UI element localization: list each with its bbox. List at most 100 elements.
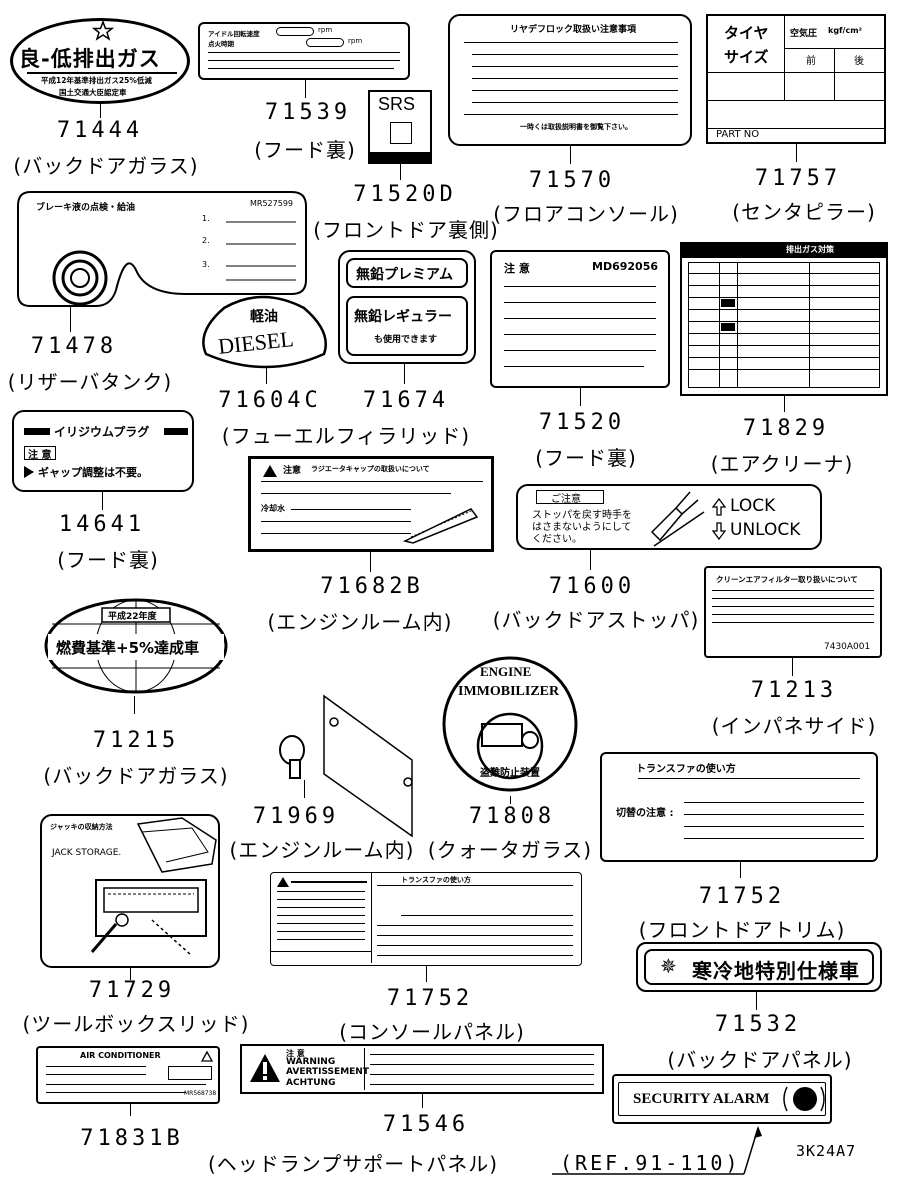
label-14641-iridium-plug[interactable]: イリジウムプラグ 注 意 ギャップ調整は不要。 xyxy=(12,410,194,492)
label-71757-size: サイズ xyxy=(724,48,769,66)
label-71752-title: トランスファの使い方 xyxy=(636,764,736,775)
label-71600-text1: ストッパを戻す時手を xyxy=(532,510,632,521)
triangle-right-icon xyxy=(24,466,34,478)
label-71520-code: MD692056 xyxy=(592,260,658,273)
part-number: 71539 xyxy=(264,100,352,125)
label-71478-brake-fluid[interactable] xyxy=(16,190,316,320)
label-71520-hood-caution[interactable]: 注 意 MD692056 xyxy=(490,250,670,388)
label-71829-emission-control[interactable]: 排出ガス対策 xyxy=(680,242,888,396)
label-71213-clean-air-filter[interactable]: クリーンエアフィルター取り扱いについて 7430A001 xyxy=(704,566,882,658)
label-14641-title: イリジウムプラグ xyxy=(54,425,150,439)
label-71604C-kanji: 軽油 xyxy=(250,309,278,325)
part-location: (リザーバタンク) xyxy=(7,370,173,394)
jack-storage-illustration-icon xyxy=(90,817,217,957)
part-number: 71215 xyxy=(92,728,180,753)
label-71808-engine-immobilizer[interactable] xyxy=(442,656,582,796)
label-71570-rear-diff-lock[interactable]: リヤデフロック取扱い注意事項 一時くは取扱説明書を御覧下さい。 xyxy=(448,14,692,146)
alarm-waves-icon xyxy=(783,1086,825,1112)
label-71546-headlamp-warning[interactable]: 注 意 WARNING AVERTISSEMENT ACHTUNG xyxy=(240,1044,604,1094)
label-71600-title: ご注意 xyxy=(551,494,581,505)
label-71478-n2: 2. xyxy=(202,236,210,245)
label-71478-n1: 1. xyxy=(202,214,210,223)
label-14641-caution: 注 意 xyxy=(28,450,52,461)
part-number: 71213 xyxy=(750,678,838,703)
label-71682B-heading: ラジエータキャップの取扱いについて xyxy=(311,465,430,473)
part-number: 71757 xyxy=(754,166,842,191)
diagram-code: 3K24A7 xyxy=(796,1142,857,1160)
arrow-up-icon xyxy=(711,497,727,516)
label-71808-jp: 盗難防止装置 xyxy=(480,768,540,779)
label-71546-warning: WARNING xyxy=(286,1057,336,1067)
part-location: (ヘッドランプサポートパネル) xyxy=(208,1152,499,1176)
label-71520-title: 注 意 xyxy=(504,262,530,275)
label-71752b-title: トランスファの使い方 xyxy=(401,876,471,884)
part-number: 71570 xyxy=(528,168,616,193)
label-71674-fuel-type[interactable]: 無鉛プレミアム 無鉛レギュラー も使用できます xyxy=(338,250,476,364)
label-71831B-air-conditioner[interactable]: AIR CONDITIONER MR568738 xyxy=(36,1046,220,1104)
part-number: 71520D xyxy=(353,182,457,207)
label-71752-transfer-usage-console[interactable]: トランスファの使い方 xyxy=(270,872,582,966)
label-71600-text3: ください。 xyxy=(532,534,582,545)
part-number: 71682B xyxy=(320,574,424,599)
part-number: 71604C xyxy=(218,388,322,413)
label-security-alarm[interactable]: SECURITY ALARM xyxy=(612,1074,832,1124)
label-71215-year: 平成22年度 xyxy=(108,612,157,622)
label-71539-rpm1: rpm xyxy=(318,26,333,34)
label-71808-engine: ENGINE xyxy=(480,664,532,679)
label-71682B-radiator-cap[interactable]: 注意 ラジエータキャップの取扱いについて 冷却水 xyxy=(248,456,494,552)
label-71729-jack-storage[interactable]: ジャッキの収納方法 JACK STORAGE. xyxy=(40,814,220,968)
part-number: 71674 xyxy=(362,388,450,413)
part-location: (フューエルフィラリッド) xyxy=(221,424,471,448)
label-71757-tire: タイヤ xyxy=(724,24,769,42)
reference-text: (REF.91-110) xyxy=(560,1151,741,1175)
label-71757-rear: 後 xyxy=(854,56,864,67)
part-location: (バックドアガラス) xyxy=(13,154,199,178)
label-71478-title: ブレーキ液の点検・給油 xyxy=(36,203,136,213)
part-location: (バックドアストッパ) xyxy=(492,608,700,632)
label-71539-idle-speed[interactable]: アイドル回転速度 点火時期 rpm rpm xyxy=(198,22,410,80)
part-number: 71532 xyxy=(714,1012,802,1037)
part-71969-plate-and-clip[interactable] xyxy=(276,690,426,840)
label-71757-partno: PART NO xyxy=(716,129,760,140)
part-location: (フード裏) xyxy=(254,138,356,162)
reference-leader xyxy=(552,1126,762,1175)
label-71831B-title: AIR CONDITIONER xyxy=(80,1051,161,1060)
part-number: 71546 xyxy=(382,1112,470,1137)
part-location: (バックドアガラス) xyxy=(43,764,229,788)
part-number: 71478 xyxy=(30,334,118,359)
label-71674-regular: 無鉛レギュラー xyxy=(354,309,452,325)
part-location: (インパネサイド) xyxy=(711,714,877,738)
warning-triangle-icon xyxy=(277,877,289,887)
part-location: (エンジンルーム内) xyxy=(229,838,415,862)
label-71604C-diesel[interactable] xyxy=(200,292,330,372)
label-71600-text2: はさまないようにして xyxy=(532,522,632,533)
label-71808-immobilizer: IMMOBILIZER xyxy=(458,684,560,699)
label-71213-code: 7430A001 xyxy=(824,642,871,652)
part-number: 71831B xyxy=(80,1126,184,1151)
label-71539-line1: アイドル回転速度 xyxy=(208,30,260,38)
label-71546-caution: 注 意 xyxy=(286,1049,305,1058)
label-71752-sub: 切替の注意 : xyxy=(616,808,674,819)
label-71752-transfer-usage-door[interactable]: トランスファの使い方 切替の注意 : xyxy=(600,752,878,862)
label-71215-fuel-economy[interactable] xyxy=(42,596,232,696)
part-number: 71829 xyxy=(742,416,830,441)
part-location: (ツールボックスリッド) xyxy=(22,1012,250,1036)
label-71520D-srs[interactable]: SRS xyxy=(368,90,432,164)
label-71546-avertissement: AVERTISSEMENT xyxy=(286,1067,369,1077)
part-location: (フード裏) xyxy=(57,548,159,572)
label-71600-lock: LOCK xyxy=(730,496,776,516)
label-71532-cold-climate-spec[interactable]: ✵ 寒冷地特別仕様車 xyxy=(636,942,882,992)
part-number: 71729 xyxy=(88,978,176,1003)
part-location: (フロントドアトリム) xyxy=(638,918,846,942)
label-71539-line2: 点火時期 xyxy=(208,40,234,48)
label-71757-tire-pressure[interactable]: タイヤ サイズ 空気圧 kgf/cm² 前 後 PART NO xyxy=(706,14,886,144)
label-71600-door-stopper[interactable]: ご注意 ストッパを戻す時手を はさまないようにして ください。 LOCK UNL… xyxy=(516,484,822,550)
star-icon xyxy=(91,19,115,41)
part-location: (クォータガラス) xyxy=(427,838,593,862)
part-number: 71752 xyxy=(386,986,474,1011)
label-71213-title: クリーンエアフィルター取り扱いについて xyxy=(716,575,858,584)
part-location: (エンジンルーム内) xyxy=(267,610,453,634)
label-71444-main-text: 良-低排出ガス xyxy=(19,47,161,71)
label-71444-low-emission[interactable]: 良-低排出ガス 平成12年基準排出ガス25%低減 国土交通大臣認定車 xyxy=(10,18,190,104)
part-location: (バックドアパネル) xyxy=(667,1048,853,1072)
